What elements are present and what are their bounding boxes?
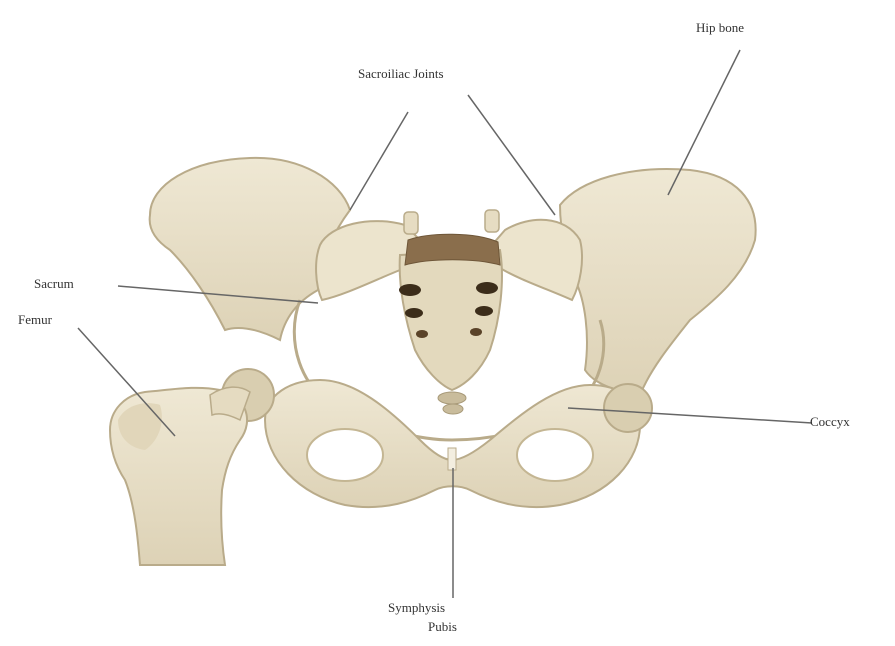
coccyx [443,404,463,414]
coccyx [438,392,466,404]
sacral-foramen [476,282,498,294]
pubic-symphysis [448,448,456,470]
sacral-foramen [405,308,423,318]
sacral-foramen [470,328,482,336]
label-hip-bone: Hip bone [696,20,744,36]
label-coccyx: Coccyx [810,414,850,430]
sacrum [400,250,502,390]
leader-sacroiliac-left [350,112,408,210]
obturator-foramen-right [517,429,593,481]
articular-process-left [404,212,418,234]
label-femur: Femur [18,312,52,328]
sacral-foramen [475,306,493,316]
label-pubis: Pubis [428,619,457,635]
right-ilium [560,169,756,395]
sacral-foramen [399,284,421,296]
sacrum-wing-right [492,220,582,300]
sacral-foramen [416,330,428,338]
label-sacrum: Sacrum [34,276,74,292]
obturator-foramen-left [307,429,383,481]
articular-process-right [485,210,499,232]
label-sacroiliac-joints: Sacroiliac Joints [358,66,444,82]
leader-sacroiliac-right [468,95,555,215]
label-symphysis: Symphysis [388,600,445,616]
acetabulum-right [604,384,652,432]
